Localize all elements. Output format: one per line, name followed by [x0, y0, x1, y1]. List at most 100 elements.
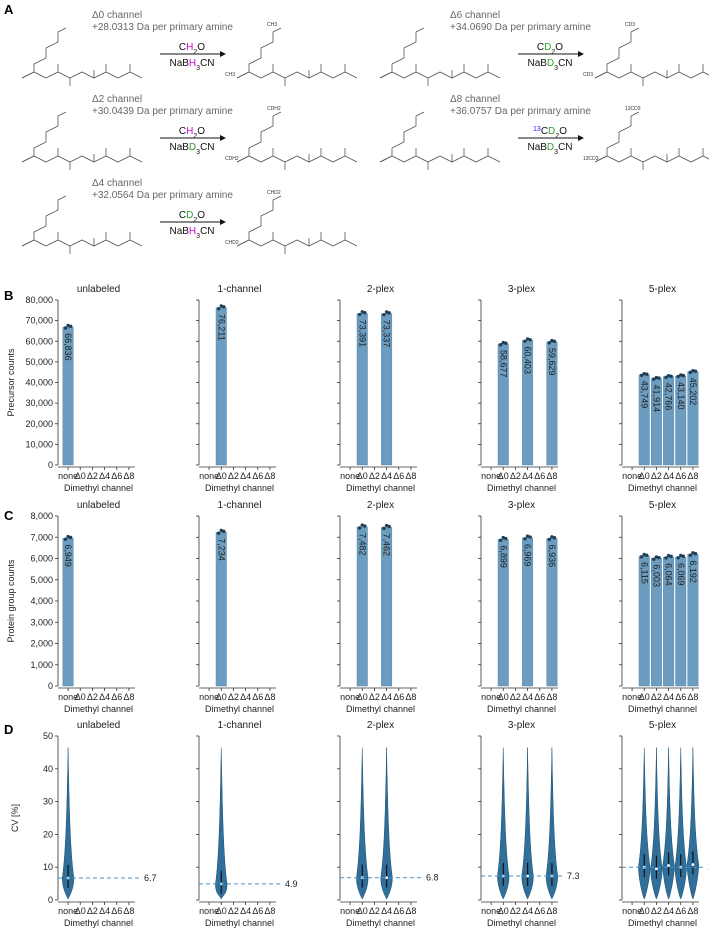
x-tick-label: Δ6: [393, 692, 404, 702]
violin: [356, 747, 369, 900]
x-tick-label: Δ8: [546, 471, 557, 481]
reagent-part: 2: [193, 133, 197, 140]
x-tick-label: Δ6: [534, 906, 545, 916]
x-tick-label: Δ6: [675, 906, 686, 916]
x-tick-label: none: [58, 471, 78, 481]
subplot-title: 2-plex: [367, 500, 394, 511]
x-axis-label: Dimethyl channel: [205, 918, 274, 928]
reagent-reductant: NaBH3CN: [169, 226, 214, 240]
reagent-aldehyde: CH2O: [179, 42, 205, 56]
x-tick-label: Δ8: [264, 906, 275, 916]
violin-median: [691, 863, 695, 866]
x-tick-label: Δ6: [393, 471, 404, 481]
replicate-dot: [657, 555, 661, 560]
x-tick-label: Δ0: [75, 906, 86, 916]
product-label-2: CH3: [225, 72, 235, 78]
x-axis-label: Dimethyl channel: [628, 918, 697, 928]
replicate-dot: [528, 337, 532, 342]
x-tick-label: Δ0: [498, 906, 509, 916]
arrow-head: [220, 51, 226, 57]
violin: [380, 747, 393, 900]
panel-label-d: D: [4, 722, 13, 737]
x-tick-label: none: [340, 692, 360, 702]
x-tick-label: Δ0: [75, 692, 86, 702]
product-peptide: [594, 27, 709, 86]
panel-label-b: B: [4, 288, 13, 303]
mean-cv-label: 6.7: [144, 873, 157, 883]
x-tick-label: none: [58, 906, 78, 916]
replicate-dot: [645, 553, 649, 557]
violin-median: [667, 864, 670, 867]
reagent-part: O: [559, 126, 567, 137]
x-tick-label: Δ8: [123, 692, 134, 702]
x-tick-label: Δ0: [216, 471, 227, 481]
bar-value-label: 76,211: [216, 314, 226, 341]
x-tick-label: Δ6: [534, 692, 545, 702]
x-tick-label: Δ4: [663, 906, 674, 916]
subplot-title: unlabeled: [77, 284, 120, 295]
subplot-title: 5-plex: [649, 720, 676, 731]
bar-value-label: 60,403: [523, 346, 533, 374]
reagent-part: O: [197, 42, 205, 53]
reagent-part: D: [548, 126, 555, 137]
reagent-part: D: [547, 58, 554, 69]
bar-value-label: 6,899: [498, 545, 508, 568]
x-tick-label: Δ0: [357, 692, 368, 702]
product-label-2: 13CD3: [583, 156, 599, 162]
substrate-peptide: [379, 27, 501, 86]
subplot-title: 5-plex: [649, 500, 676, 511]
y-axis-label: Protein group counts: [6, 559, 16, 643]
y-tick-label: 0: [48, 460, 53, 470]
x-tick-label: Δ8: [546, 692, 557, 702]
lysine-chain: [21, 111, 67, 163]
lysine-chain: [21, 195, 67, 247]
reagent-part: CN: [200, 226, 214, 237]
x-tick-label: Δ8: [687, 471, 698, 481]
replicate-dot: [384, 310, 389, 314]
reaction-mass: +36.0757 Da per primary amine: [450, 106, 591, 117]
bar-value-label: 7,482: [357, 533, 367, 556]
lysine-chain: [594, 27, 640, 79]
bar-value-label: 66,836: [63, 333, 73, 361]
y-tick-label: 20: [43, 829, 53, 839]
replicate-dot: [639, 373, 644, 378]
bar-value-label: 73,391: [357, 320, 367, 348]
bar: [381, 313, 393, 466]
replicate-dot: [666, 374, 671, 378]
reaction-d2: Δ2 channel+30.0439 Da per primary amineC…: [21, 94, 358, 170]
x-tick-label: Δ0: [639, 906, 650, 916]
product-label-1: 13CD3: [625, 106, 641, 112]
x-tick-label: Δ0: [639, 471, 650, 481]
replicate-dot: [654, 555, 659, 559]
x-tick-label: Δ4: [240, 692, 251, 702]
arrow-head: [220, 135, 226, 141]
replicate-dot: [501, 535, 505, 540]
peptide-backbone: [236, 71, 358, 79]
replicate-dot: [525, 337, 530, 341]
y-tick-label: 0: [48, 895, 53, 905]
replicate-dot: [501, 340, 505, 345]
replicate-dot: [679, 553, 683, 558]
x-tick-label: Δ8: [405, 906, 416, 916]
violin: [638, 747, 651, 900]
replicate-dot: [528, 535, 532, 539]
bar-value-label: 45,202: [688, 378, 698, 406]
x-axis-label: Dimethyl channel: [346, 918, 415, 928]
y-axis-label: Precursor counts: [6, 348, 16, 417]
reagent-aldehyde: CH2O: [179, 126, 205, 140]
reagent-reductant: NaBD3CN: [169, 142, 214, 156]
x-tick-label: Δ4: [381, 471, 392, 481]
violin: [662, 747, 675, 900]
x-axis-label: Dimethyl channel: [205, 483, 274, 493]
reagent-part: 2: [193, 217, 197, 224]
x-tick-label: Δ4: [99, 692, 110, 702]
reagent-part: CN: [200, 58, 214, 69]
y-tick-label: 4,000: [30, 596, 53, 606]
peptide-backbone: [21, 155, 143, 163]
product-label-2: CD3: [583, 72, 593, 78]
product-label-1: CD3: [625, 22, 635, 28]
x-axis-label: Dimethyl channel: [487, 918, 556, 928]
